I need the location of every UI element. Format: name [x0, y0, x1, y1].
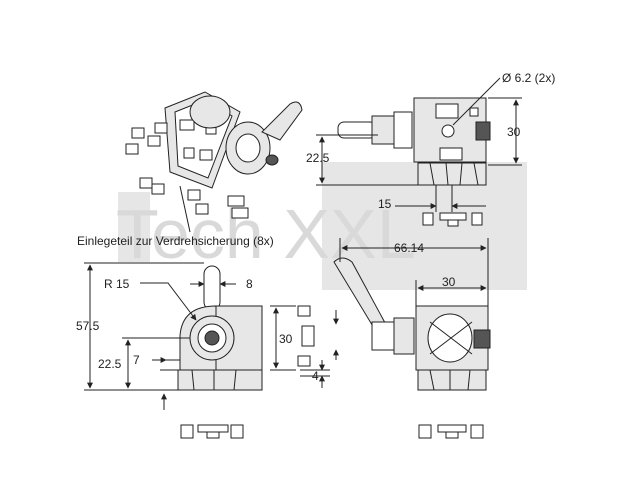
front-view: [177, 265, 263, 439]
dim-right-length: 66.14: [394, 241, 424, 255]
dim-radius: R 15: [104, 277, 130, 291]
dim-front-offset: 7: [133, 353, 140, 367]
dim-top-width: 15: [378, 197, 392, 211]
dim-total-height: 57.5: [76, 319, 100, 333]
dim-side-slot: 30: [279, 332, 293, 346]
watermark-text: Tech XXL: [116, 195, 416, 273]
dim-front-height: 22.5: [98, 357, 122, 371]
side-view-small: [297, 305, 315, 367]
hole-leader: [452, 77, 501, 126]
top-view: [337, 97, 491, 227]
dim-side-small: 4: [312, 369, 319, 383]
dim-pin: 8: [246, 277, 253, 291]
dim-right-width: 30: [442, 275, 456, 289]
dim-top-height: 30: [507, 125, 521, 139]
side-view: [333, 257, 491, 439]
dim-top-offset: 22.5: [306, 151, 330, 165]
radius-leader: [140, 282, 197, 321]
dim-hole: Ø 6.2 (2x): [502, 71, 555, 85]
caption-insert: Einlegeteil zur Verdrehsicherung (8x): [77, 234, 274, 248]
isometric-view: [125, 91, 303, 233]
